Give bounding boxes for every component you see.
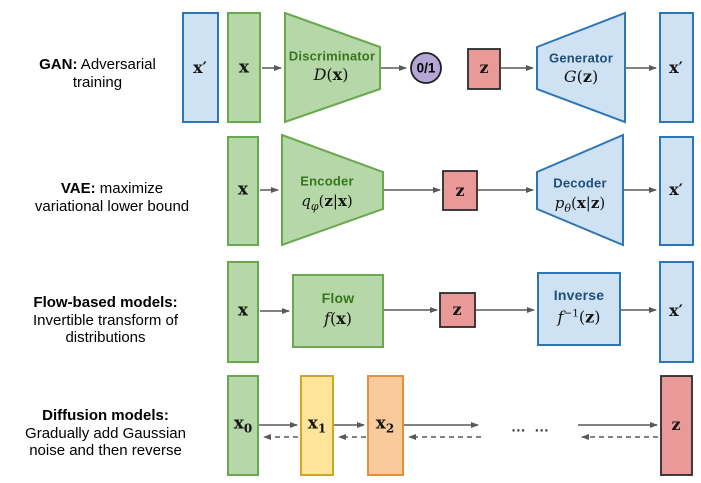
gan-z-label: z: [479, 58, 489, 77]
vae-z-label: z: [455, 181, 465, 200]
gan-xprime-right-box: [659, 12, 694, 123]
diffusion-caption-line3: noise and then reverse: [29, 442, 182, 459]
gan-discriminator-title: Discriminator: [288, 48, 376, 64]
flow-caption-line3: distributions: [65, 329, 146, 346]
vae-encoder-trapezoid: [281, 133, 384, 247]
gan-x-label: x: [238, 57, 250, 78]
gan-generator-title: Generator: [549, 50, 613, 66]
vae-decoder-math: pθ(x|z): [554, 194, 606, 215]
diffusion-caption-line1: Diffusion models:: [42, 407, 169, 424]
flow-title: Flow: [321, 290, 355, 306]
flow-math: f(x): [324, 309, 352, 328]
gan-output-circle: [410, 52, 442, 84]
flow-caption-line2: Invertible transform of: [32, 311, 179, 329]
vae-x-box: [227, 136, 259, 246]
vae-encoder-math: qφ(z|x): [301, 192, 353, 213]
diffusion-x0-label: x0: [233, 413, 253, 436]
vae-x-label: x: [237, 179, 249, 200]
vae-z-box: [442, 170, 478, 211]
flow-x-box: [227, 261, 259, 363]
flow-row-caption: Flow-based models: Invertible transform …: [18, 294, 193, 347]
gan-xprime-right-label: x′: [669, 58, 683, 77]
vae-xprime-box: [659, 136, 694, 246]
gan-generator-trapezoid: [536, 11, 626, 124]
vae-row-caption: VAE: maximize variational lower bound: [22, 180, 202, 215]
diffusion-x1-box: [300, 375, 334, 476]
flow-inverse-math: f−1(z): [557, 307, 601, 327]
gan-row-caption: GAN: Adversarial training: [20, 56, 175, 91]
diffusion-z-box: [660, 375, 693, 476]
flow-xprime-box: [659, 261, 694, 363]
flow-caption-line1: Flow-based models:: [33, 294, 178, 311]
gan-discriminator-trapezoid: [284, 11, 381, 124]
diffusion-x0-box: [227, 375, 259, 476]
gan-xprime-left-box: [182, 12, 219, 123]
vae-encoder-title: Encoder: [300, 173, 354, 189]
diffusion-dots: … …: [510, 418, 552, 436]
diffusion-row-caption: Diffusion models: Gradually add Gaussian…: [13, 407, 198, 460]
gan-output-label: 0/1: [416, 60, 436, 76]
vae-caption-line2: variational lower bound: [34, 197, 190, 215]
diffusion-x1-label: x1: [307, 413, 327, 436]
flow-x-label: x: [237, 300, 249, 321]
diffusion-x2-box: [367, 375, 404, 476]
gan-x-box: [227, 12, 261, 123]
vae-decoder-title: Decoder: [553, 175, 607, 191]
flow-xprime-label: x′: [669, 301, 683, 320]
flow-function-box: [292, 274, 384, 348]
diffusion-caption-line2: Gradually add Gaussian: [25, 424, 186, 442]
diffusion-x2-label: x2: [375, 413, 395, 436]
flow-inverse-box: [537, 272, 621, 346]
vae-decoder-trapezoid: [536, 133, 624, 247]
diffusion-z-label: z: [671, 415, 681, 434]
vae-xprime-label: x′: [669, 180, 683, 199]
flow-inverse-title: Inverse: [553, 287, 605, 303]
gan-discriminator-math: D(x): [313, 65, 349, 84]
flow-z-box: [439, 292, 476, 328]
gan-caption-line1: GAN: Adversarial: [39, 56, 156, 73]
gan-xprime-left-label: x′: [193, 58, 207, 77]
gan-z-box: [467, 48, 501, 90]
vae-caption-line1: VAE: maximize: [60, 180, 164, 197]
flow-z-label: z: [452, 300, 462, 319]
gan-caption-line2: training: [72, 73, 123, 91]
gan-generator-math: G(z): [563, 67, 599, 86]
